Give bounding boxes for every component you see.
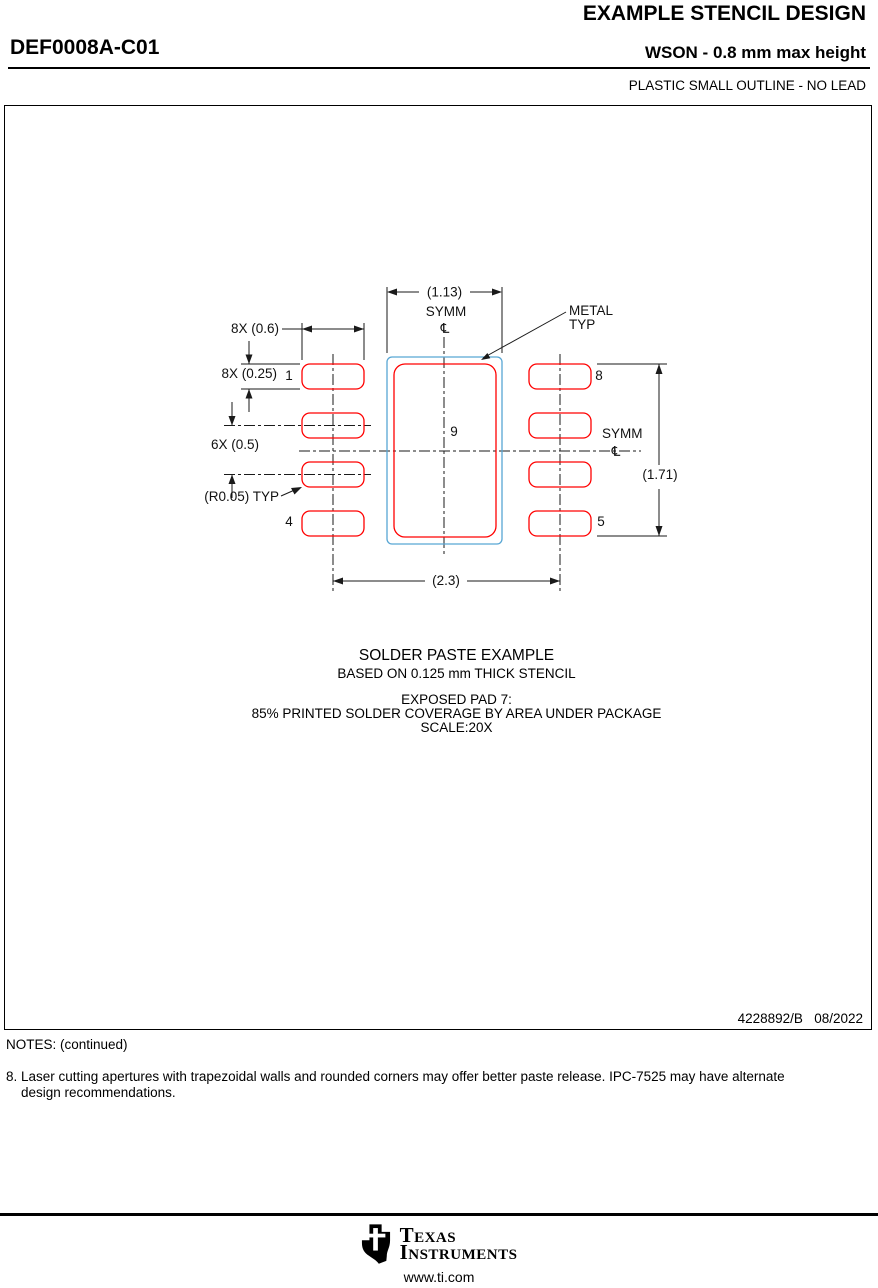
ti-wordmark-line1: Texas <box>399 1222 457 1247</box>
dim-label: (2.3) <box>432 573 460 588</box>
dim-pad-width: 8X (0.6) <box>231 321 365 360</box>
footer-divider <box>0 1213 878 1216</box>
symm-label: SYMM <box>602 426 643 441</box>
note-8-text-continued: design recommendations. <box>21 1085 176 1100</box>
pin-9-label: 9 <box>450 424 458 439</box>
aperture-pad <box>301 412 365 439</box>
caption-coverage: 85% PRINTED SOLDER COVERAGE BY AREA UNDE… <box>251 706 662 721</box>
dim-label: (1.13) <box>427 285 462 300</box>
dim-label: 8X (0.6) <box>231 321 279 336</box>
centerline-symbol: ℄ <box>611 444 621 459</box>
notes-heading: NOTES: (continued) <box>6 1037 128 1052</box>
pin-4-label: 4 <box>285 514 293 529</box>
radius-label: (R0.05) TYP <box>204 489 279 504</box>
stencil-drawing: (1.13) SYMM ℄ METAL TYP 8X (0.6) <box>204 285 678 594</box>
caption-exposed-pad: EXPOSED PAD 7: <box>401 692 512 707</box>
aperture-pad <box>301 461 365 488</box>
dim-pad-height: 8X (0.25) <box>221 341 300 412</box>
pin-1-label: 1 <box>285 368 293 383</box>
document-number: 4228892/B 08/2022 <box>737 1011 863 1026</box>
pin-8-label: 8 <box>595 368 603 383</box>
metal-typ-label: TYP <box>569 317 595 332</box>
center-pad-aperture <box>393 363 497 538</box>
ti-logo-icon <box>361 1224 390 1264</box>
aperture-pad <box>301 363 365 390</box>
dim-label: 6X (0.5) <box>211 437 259 452</box>
aperture-pad <box>301 510 365 537</box>
ti-wordmark-line2: Instruments <box>399 1240 518 1264</box>
symm-top-label: SYMM ℄ <box>426 304 467 336</box>
dim-label: (1.71) <box>642 467 677 482</box>
drawing-frame: (1.13) SYMM ℄ METAL TYP 8X (0.6) <box>4 105 872 1030</box>
caption-scale: SCALE:20X <box>420 720 493 735</box>
centerline-group <box>224 337 641 594</box>
caption-stencil-note: BASED ON 0.125 mm THICK STENCIL <box>337 666 576 681</box>
metal-label: METAL <box>569 303 613 318</box>
ti-website-link[interactable]: www.ti.com <box>403 1269 475 1285</box>
radius-callout: (R0.05) TYP <box>204 487 302 504</box>
dim-center-length: (1.71) <box>597 363 678 537</box>
dim-center-width: (1.13) <box>386 285 503 353</box>
page-title: EXAMPLE STENCIL DESIGN <box>582 2 866 25</box>
aperture-pad <box>528 461 592 488</box>
pin-5-label: 5 <box>597 514 605 529</box>
aperture-pad <box>528 412 592 439</box>
centerline-symbol: ℄ <box>440 321 450 336</box>
dim-row-span: (2.3) <box>333 573 560 588</box>
package-description: PLASTIC SMALL OUTLINE - NO LEAD <box>628 78 866 93</box>
dim-pitch: 6X (0.5) <box>211 402 259 498</box>
note-8-text: 8. Laser cutting apertures with trapezoi… <box>6 1069 785 1084</box>
package-type: WSON - 0.8 mm max height <box>644 43 866 62</box>
dim-label: 8X (0.25) <box>221 366 277 381</box>
symm-right-label: SYMM ℄ <box>602 426 643 459</box>
aperture-pad <box>528 363 592 390</box>
part-number: DEF0008A-C01 <box>10 36 160 59</box>
center-pad-metal-outline <box>386 356 503 545</box>
ti-logo: Texas Instruments <box>0 1224 878 1264</box>
caption-title: SOLDER PASTE EXAMPLE <box>358 647 555 664</box>
ti-wordmark: Texas Instruments <box>399 1222 518 1264</box>
symm-label: SYMM <box>426 304 467 319</box>
header-divider <box>8 67 870 69</box>
aperture-pads <box>301 363 592 537</box>
metal-typ-callout: METAL TYP <box>481 303 613 360</box>
aperture-pad <box>528 510 592 537</box>
